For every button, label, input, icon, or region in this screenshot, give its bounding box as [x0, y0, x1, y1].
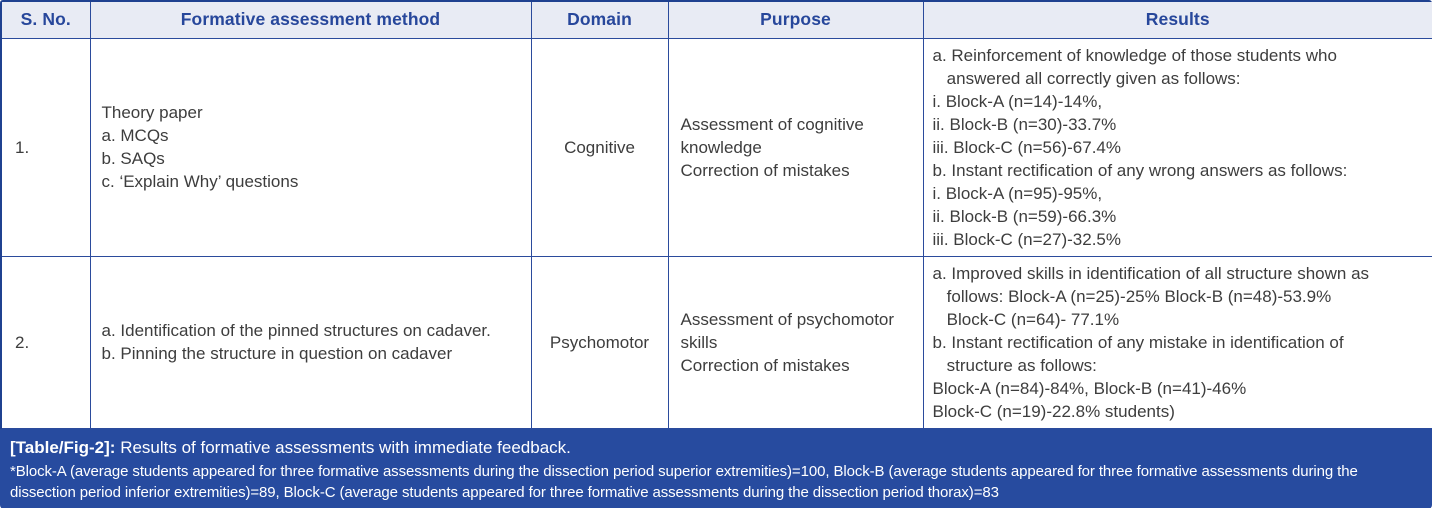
table-caption: [Table/Fig-2]: Results of formative asse… [10, 436, 1422, 459]
column-header-purpose: Purpose [667, 0, 924, 39]
cell-text: a. Improved skills in identification of … [932, 263, 1370, 421]
column-header-sno: S. No. [0, 0, 91, 39]
cell-purpose: Assessment of cognitive knowledge Correc… [667, 37, 924, 257]
cell-results: a. Improved skills in identification of … [922, 255, 1432, 429]
table-row: 1. Theory paper a. MCQs b. SAQs c. ‘Expla… [0, 37, 1432, 257]
cell-text: Theory paper a. MCQs b. SAQs c. ‘Explain… [101, 103, 299, 191]
cell-purpose: Assessment of psychomotor skills Correct… [667, 255, 924, 429]
caption-text: Results of formative assessments with im… [120, 437, 571, 457]
cell-text: 2. [15, 332, 30, 352]
column-header-domain: Domain [530, 0, 669, 39]
cell-sno: 1. [0, 37, 91, 257]
caption-label: [Table/Fig-2]: [10, 437, 116, 457]
cell-text: Cognitive [564, 137, 635, 157]
cell-text: Assessment of psychomotor skills Correct… [680, 309, 895, 375]
cell-text: Assessment of cognitive knowledge Correc… [680, 114, 864, 180]
cell-text: Psychomotor [549, 332, 650, 352]
cell-domain: Psychomotor [530, 255, 669, 429]
cell-text: a. Reinforcement of knowledge of those s… [932, 45, 1348, 249]
column-header-results: Results [922, 0, 1432, 39]
cell-domain: Cognitive [530, 37, 669, 257]
cell-results: a. Reinforcement of knowledge of those s… [922, 37, 1432, 257]
caption-bar: [Table/Fig-2]: Results of formative asse… [0, 428, 1432, 508]
table-body: 1. Theory paper a. MCQs b. SAQs c. ‘Expla… [0, 37, 1432, 429]
column-header-method: Formative assessment method [89, 0, 532, 39]
cell-method: a. Identification of the pinned structur… [89, 255, 532, 429]
table-row: 2. a. Identification of the pinned struct… [0, 255, 1432, 429]
footnote-text: *Block-A (average students appeared for … [10, 462, 1358, 501]
cell-sno: 2. [0, 255, 91, 429]
cell-method: Theory paper a. MCQs b. SAQs c. ‘Explain… [89, 37, 532, 257]
cell-text: a. Identification of the pinned structur… [101, 321, 491, 363]
cell-text: 1. [15, 137, 30, 157]
